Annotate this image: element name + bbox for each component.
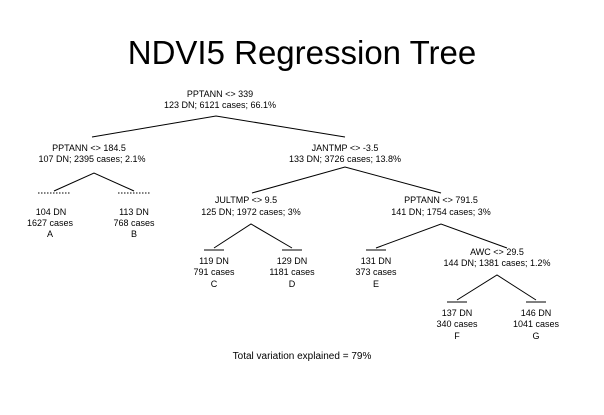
jultmp-node-split: JULTMP <> 9.5	[215, 195, 277, 205]
leaf-g-label: G	[532, 331, 539, 341]
leaf-b-cases: 768 cases	[113, 218, 155, 228]
pptann2-node-split: PPTANN <> 791.5	[404, 195, 478, 205]
leaf-d-label: D	[289, 279, 296, 289]
awc-node-split: AWC <> 29.5	[470, 247, 524, 257]
leaf-a-cases: 1627 cases	[27, 218, 74, 228]
right-node-split: JANTMP <> -3.5	[312, 143, 379, 153]
edge-left-node	[53, 172, 135, 192]
right-node-stats: 133 DN; 3726 cases; 13.8%	[289, 154, 401, 164]
root-stats: 123 DN; 6121 cases; 66.1%	[164, 100, 276, 110]
edge-awc-node	[456, 274, 537, 301]
leaf-g-cases: 1041 cases	[513, 319, 560, 329]
leaf-d-dn: 129 DN	[277, 256, 308, 266]
root-split: PPTANN <> 339	[187, 89, 253, 99]
leaf-c-dn: 119 DN	[199, 256, 229, 266]
leaf-f-label: F	[454, 331, 460, 341]
leaf-f-dn: 137 DN	[442, 308, 473, 318]
edge-pptann2-node	[375, 223, 508, 249]
leaf-a-dn: 104 DN	[36, 207, 67, 217]
edge-jultmp-node	[213, 223, 293, 249]
leaf-e-dn: 131 DN	[361, 256, 392, 266]
edge-right-node	[251, 166, 442, 194]
edge-root	[91, 115, 346, 138]
leaf-g-dn: 146 DN	[521, 308, 552, 318]
variation-explained: Total variation explained = 79%	[232, 351, 372, 362]
leaf-d-cases: 1181 cases	[269, 267, 315, 277]
leaf-b-label: B	[131, 229, 137, 239]
leaf-e-label: E	[373, 279, 379, 289]
pptann2-node-stats: 141 DN; 1754 cases; 3%	[391, 207, 491, 217]
leaf-f-cases: 340 cases	[436, 319, 478, 329]
leaf-e-cases: 373 cases	[355, 267, 397, 277]
leaf-c-label: C	[211, 279, 218, 289]
left-node-stats: 107 DN; 2395 cases; 2.1%	[38, 154, 145, 164]
awc-node-stats: 144 DN; 1381 cases; 1.2%	[443, 258, 550, 268]
left-node-split: PPTANN <> 184.5	[52, 143, 126, 153]
leaf-a-label: A	[47, 229, 53, 239]
diagram-title: NDVI5 Regression Tree	[127, 34, 477, 71]
leaf-b-dn: 113 DN	[119, 207, 149, 217]
jultmp-node-stats: 125 DN; 1972 cases; 3%	[201, 207, 301, 217]
leaf-c-cases: 791 cases	[193, 267, 235, 277]
